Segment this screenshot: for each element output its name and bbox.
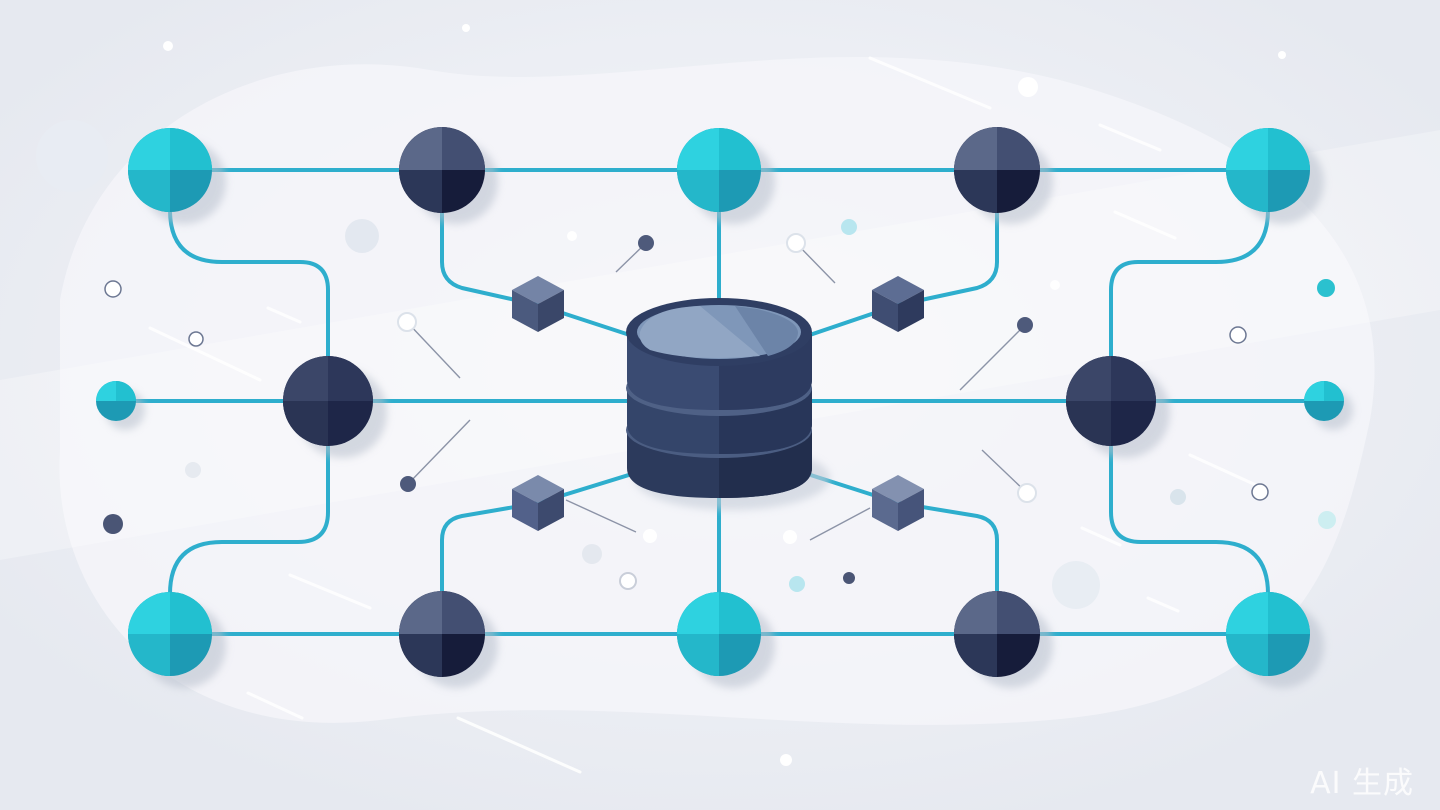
teal-node-bottom-center — [677, 592, 761, 676]
navy-node-top-left — [399, 127, 485, 213]
navy-node-top-right — [954, 127, 1040, 213]
teal-node-top-right — [1226, 128, 1310, 212]
navy-node-middle-left — [283, 356, 373, 446]
small-cube-bottom-left — [512, 475, 564, 531]
navy-node-bottom-right — [954, 591, 1040, 677]
teal-node-bottom-left — [128, 592, 212, 676]
small-cube-top-left — [512, 276, 564, 332]
watermark-text: AI 生成 — [1310, 766, 1414, 801]
teal-node-small-left — [96, 381, 136, 421]
teal-node-top-left — [128, 128, 212, 212]
teal-node-bottom-right — [1226, 592, 1310, 676]
teal-node-top-center — [677, 128, 761, 212]
small-cube-bottom-right — [872, 475, 924, 531]
decorative-dots — [36, 24, 1336, 766]
teal-node-small-right — [1304, 381, 1344, 421]
spoke-pins — [397, 233, 1037, 544]
navy-node-middle-right — [1066, 356, 1156, 446]
database-icon — [626, 298, 830, 510]
small-cube-top-right — [872, 276, 924, 332]
navy-node-bottom-left — [399, 591, 485, 677]
decorative-streaks — [148, 56, 1260, 774]
thin-spokes — [406, 242, 1028, 541]
